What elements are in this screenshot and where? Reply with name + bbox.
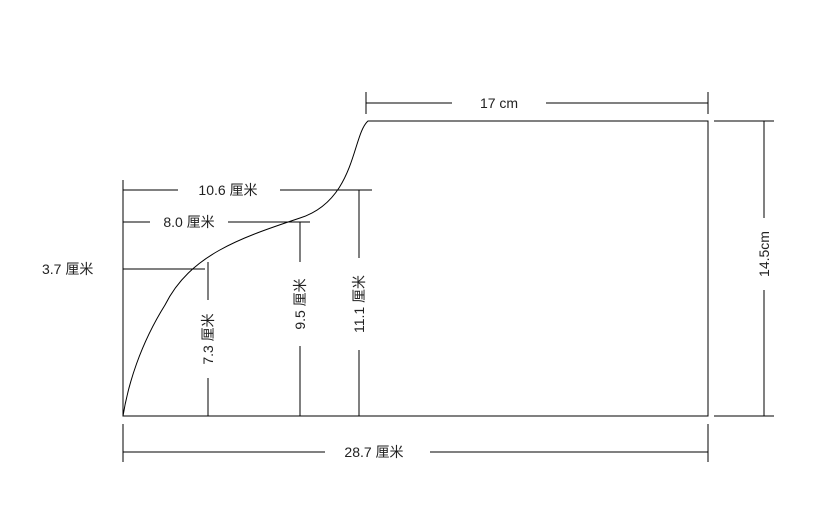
top-dim-label: 17 cm bbox=[480, 95, 518, 111]
pattern-outline bbox=[122, 120, 709, 417]
upper-dim-label: 10.6 厘米 bbox=[198, 182, 257, 198]
height-middle-label: 9.5 厘米 bbox=[292, 278, 308, 329]
height-right-label: 11.1 厘米 bbox=[351, 275, 367, 333]
bottom-dim-label: 28.7 厘米 bbox=[344, 444, 403, 460]
middle-dim-label: 8.0 厘米 bbox=[163, 214, 214, 230]
right-dim-label: 14.5cm bbox=[756, 231, 772, 277]
height-left-label: 7.3 厘米 bbox=[200, 313, 216, 364]
left-dim-label: 3.7 厘米 bbox=[42, 261, 93, 277]
